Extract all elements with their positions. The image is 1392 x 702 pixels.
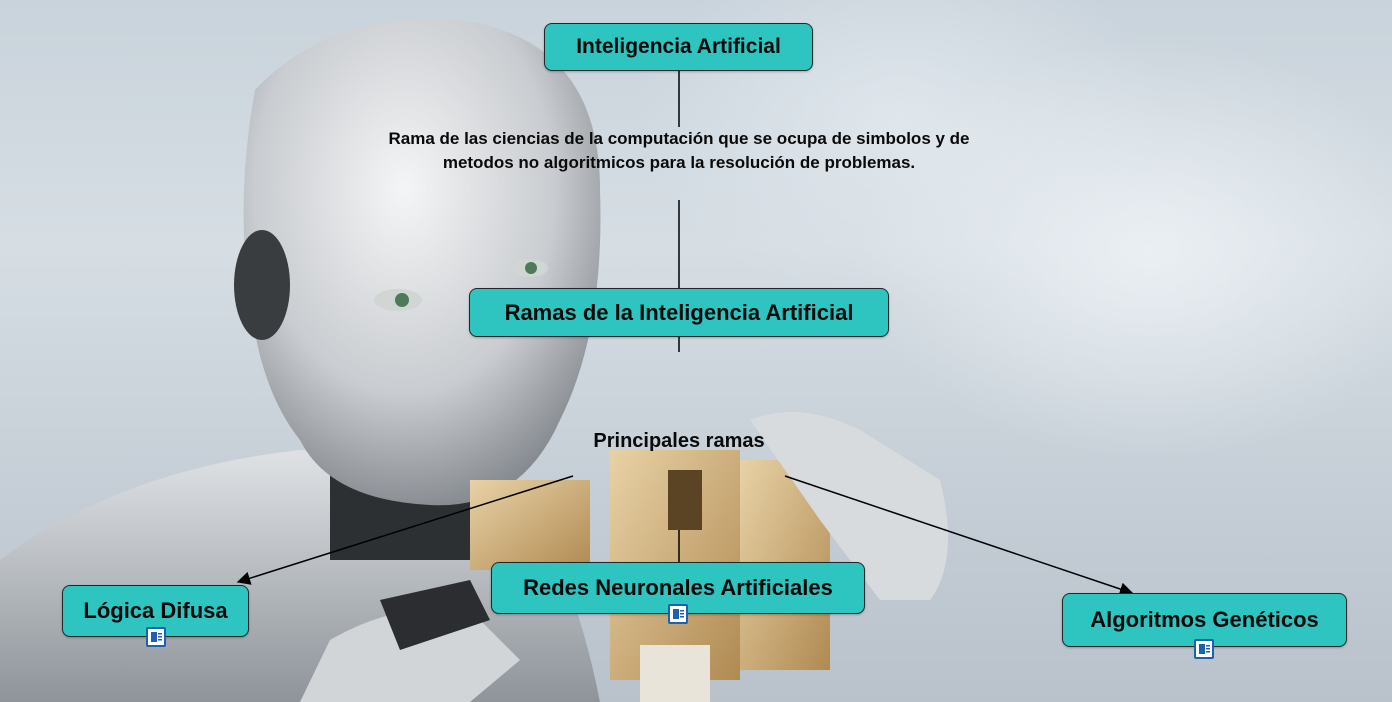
connector-link-to-algoritmos (784, 475, 1134, 596)
definition-text: Rama de las ciencias de la computación q… (388, 129, 970, 172)
concept-label: Ramas de la Inteligencia Artificial (504, 299, 854, 325)
document-resource-icon[interactable] (668, 604, 688, 624)
document-resource-icon[interactable] (1194, 639, 1214, 659)
concept-label: Lógica Difusa (83, 598, 228, 623)
concept-logica-difusa[interactable]: Lógica Difusa (62, 585, 249, 637)
document-resource-icon[interactable] (146, 627, 166, 647)
concept-inteligencia-artificial[interactable]: Inteligencia Artificial (544, 23, 813, 71)
concept-label: Redes Neuronales Artificiales (523, 575, 833, 600)
connector-link-to-logica-difusa (236, 475, 574, 585)
linking-phrase-principales-ramas: Principales ramas (566, 427, 792, 455)
linking-label: Principales ramas (593, 430, 765, 452)
concept-ramas-ia[interactable]: Ramas de la Inteligencia Artificial (469, 288, 889, 337)
concept-algoritmos-geneticos[interactable]: Algoritmos Genéticos (1062, 593, 1347, 647)
concept-label: Algoritmos Genéticos (1090, 607, 1319, 632)
linking-phrase-definition: Rama de las ciencias de la computación q… (382, 127, 976, 175)
concept-label: Inteligencia Artificial (576, 35, 781, 58)
